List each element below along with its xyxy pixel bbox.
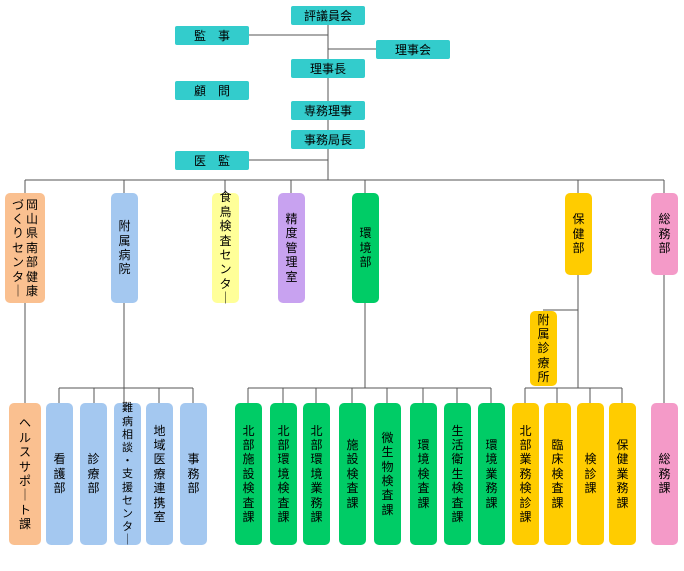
section-health-operations: 保健業務課 bbox=[609, 403, 636, 545]
dept-quality-control: 精度管理室 bbox=[278, 193, 305, 303]
section-environment-operations: 環境業務課 bbox=[478, 403, 505, 545]
section-north-environment-inspection: 北部環境検査課 bbox=[270, 403, 297, 545]
section-north-facility-inspection: 北部施設検査課 bbox=[235, 403, 262, 545]
section-label: 北部施設検査課 bbox=[242, 423, 255, 524]
section-label: 看護部 bbox=[53, 452, 66, 496]
chairman-box: 理事長 bbox=[291, 59, 365, 78]
dept-okayama-label-col1: 岡山県南部健康 bbox=[26, 197, 39, 298]
dept-health: 保健部 bbox=[565, 193, 592, 275]
advisor-box: 顧 問 bbox=[175, 81, 249, 100]
section-clinical-laboratory: 臨床検査課 bbox=[544, 403, 571, 545]
chairman-label: 理事長 bbox=[309, 61, 346, 76]
dept-health-label: 保健部 bbox=[572, 212, 585, 256]
executive-director-box: 専務理事 bbox=[291, 101, 365, 120]
section-label: 北部環境検査課 bbox=[277, 423, 290, 524]
secretary-general-label: 事務局長 bbox=[303, 132, 352, 147]
medical-supervisor-box: 医 監 bbox=[175, 151, 249, 170]
section-label: ヘルスサポ｜ト課 bbox=[18, 416, 31, 532]
section-label: 事務部 bbox=[187, 452, 200, 496]
section-label: 施設検査課 bbox=[346, 438, 359, 510]
section-label: 難病相談・支援センタ｜ bbox=[122, 401, 133, 547]
executive-director-label: 専務理事 bbox=[303, 103, 352, 118]
medical-supervisor-label: 医 監 bbox=[193, 153, 230, 168]
section-nursing: 看護部 bbox=[46, 403, 73, 545]
dept-hospital-label: 附属病院 bbox=[118, 219, 131, 277]
section-label: 臨床検査課 bbox=[551, 438, 564, 510]
dept-food-inspection-label: 食鳥検査センタ｜ bbox=[219, 190, 232, 306]
section-label: 北部環境業務課 bbox=[310, 423, 323, 524]
advisor-label: 顧 問 bbox=[193, 83, 230, 98]
auditor-label: 監 事 bbox=[193, 28, 230, 43]
section-label: 北部業務検診課 bbox=[519, 423, 532, 524]
section-label: 検診課 bbox=[584, 452, 597, 496]
dept-okayama: 岡山県南部健康 づくりセンタ｜ bbox=[5, 193, 45, 303]
section-label: 環境業務課 bbox=[485, 438, 498, 510]
council-label: 評議員会 bbox=[303, 8, 352, 23]
section-general-affairs: 総務課 bbox=[651, 403, 678, 545]
section-label: 生活衛生検査課 bbox=[451, 423, 464, 524]
section-label: 微生物検査課 bbox=[381, 430, 394, 517]
section-label: 地域医療連携室 bbox=[153, 423, 166, 524]
dept-okayama-label-col2: づくりセンタ｜ bbox=[11, 197, 24, 298]
section-north-environment-operations: 北部環境業務課 bbox=[303, 403, 330, 545]
dept-hospital: 附属病院 bbox=[111, 193, 138, 303]
section-label: 総務課 bbox=[658, 452, 671, 496]
dept-general-affairs: 総務部 bbox=[651, 193, 678, 275]
dept-health-clinic: 附属診療所 bbox=[530, 311, 557, 386]
dept-health-clinic-label: 附属診療所 bbox=[537, 312, 550, 385]
section-checkup: 検診課 bbox=[577, 403, 604, 545]
section-environment-inspection: 環境検査課 bbox=[410, 403, 437, 545]
dept-general-affairs-label: 総務部 bbox=[658, 212, 671, 256]
dept-food-inspection: 食鳥検査センタ｜ bbox=[212, 190, 239, 306]
section-regional-liaison: 地域医療連携室 bbox=[146, 403, 173, 545]
secretary-general-box: 事務局長 bbox=[291, 130, 365, 149]
section-administration: 事務部 bbox=[180, 403, 207, 545]
section-intractable-disease: 難病相談・支援センタ｜ bbox=[114, 401, 141, 547]
council-box: 評議員会 bbox=[291, 6, 365, 25]
section-sanitation-inspection: 生活衛生検査課 bbox=[444, 403, 471, 545]
board-box: 理事会 bbox=[376, 40, 450, 59]
board-label: 理事会 bbox=[394, 42, 431, 57]
section-north-checkup-operations: 北部業務検診課 bbox=[512, 403, 539, 545]
auditor-box: 監 事 bbox=[175, 26, 249, 45]
dept-environment-label: 環境部 bbox=[359, 226, 372, 270]
section-label: 環境検査課 bbox=[417, 438, 430, 510]
section-label: 保健業務課 bbox=[616, 438, 629, 510]
dept-quality-control-label: 精度管理室 bbox=[285, 212, 298, 284]
section-facility-inspection: 施設検査課 bbox=[339, 403, 366, 545]
section-medical-care: 診療部 bbox=[80, 403, 107, 545]
section-label: 診療部 bbox=[87, 452, 100, 496]
dept-okayama-label: 岡山県南部健康 づくりセンタ｜ bbox=[12, 198, 38, 299]
section-health-support: ヘルスサポ｜ト課 bbox=[9, 403, 41, 545]
dept-environment: 環境部 bbox=[352, 193, 379, 303]
section-microbiology-inspection: 微生物検査課 bbox=[374, 403, 401, 545]
